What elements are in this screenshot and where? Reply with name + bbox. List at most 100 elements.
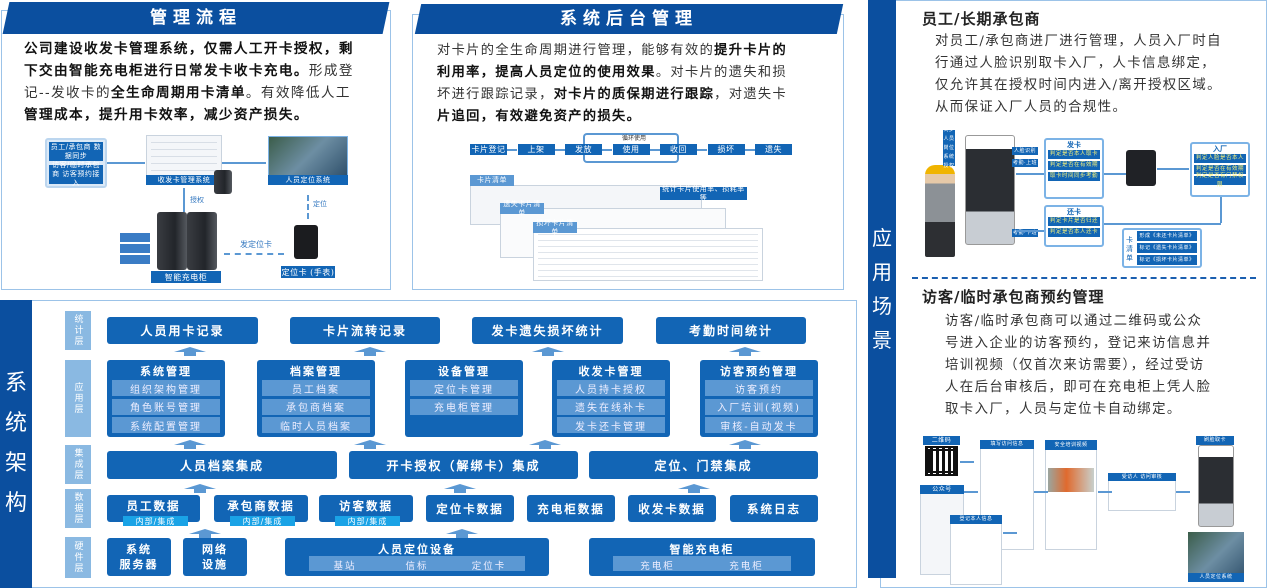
enter-group-item: 判定是否在有效期 xyxy=(1194,165,1246,174)
up-arrow-icon xyxy=(444,484,476,493)
stat-box: 卡片流转记录 xyxy=(290,317,440,344)
arrow xyxy=(964,491,978,493)
text-segment: 。对卡片的遗失和损 xyxy=(655,65,788,80)
row xyxy=(151,156,217,157)
text-line: 从而保证入厂人员的合规性。 xyxy=(935,100,1128,115)
text-segment: 记--发收卡的 xyxy=(24,85,111,101)
arrow xyxy=(1220,197,1222,223)
arrow xyxy=(697,149,707,151)
up-arrow-icon xyxy=(729,440,761,449)
text-segment: 片追回，有效避免资产的损失。 xyxy=(437,109,642,124)
text-segment: 坏进行跟踪记录， xyxy=(437,87,554,102)
app-module-title: 设备管理 xyxy=(438,365,490,378)
system-screen xyxy=(146,135,222,180)
layer-label: 统计层 xyxy=(65,311,91,350)
hardware-box: 系统 服务器 xyxy=(107,538,171,576)
cabinet-icon xyxy=(157,212,187,270)
cabinet-feature xyxy=(120,233,150,242)
app-module-item: 临时人员档案 xyxy=(262,417,370,433)
sidebar-char: 用 xyxy=(872,260,892,284)
locate-label: 定位 xyxy=(313,200,327,208)
layer-label: 硬件层 xyxy=(65,537,91,578)
app-module-item: 组织架构管理 xyxy=(112,380,220,396)
data-box: 收发卡数据 xyxy=(628,495,716,522)
system-label: 收发卡管理系统 xyxy=(146,175,222,185)
hardware-item: 充电柜 xyxy=(729,561,764,572)
row xyxy=(538,240,758,241)
text-line: 号进入企业的访客预约，登记来访信息并 xyxy=(945,336,1212,351)
issue-group-item: 判定是否在有效期 xyxy=(1048,161,1100,170)
up-arrow-icon xyxy=(189,529,221,538)
app-module-item: 访客预约 xyxy=(705,380,813,396)
sidebar-char: 系 xyxy=(4,371,27,396)
lifecycle-step: 发放 xyxy=(565,144,602,155)
flow-panel-text: 公司建设收发卡管理系统，仅需人工开卡授权，剩下交由智能充电柜进行日常发卡收卡充电… xyxy=(24,38,394,126)
clock-out-label: 考勤·下班 xyxy=(1012,229,1038,237)
loop-arrow xyxy=(583,155,679,163)
text-line: 对卡片的全生命周期进行管理，能够有效的提升卡片的 xyxy=(437,40,847,62)
app-module-item: 发卡还卡管理 xyxy=(557,417,665,433)
app-module-item: 承包商档案 xyxy=(262,398,370,415)
up-arrow-icon xyxy=(184,484,216,493)
hardware-item: 信标 xyxy=(405,561,429,572)
text-line: 记--发收卡的全生命周期用卡清单。有效降低人工 xyxy=(24,82,394,104)
up-arrow-icon xyxy=(354,347,386,356)
row xyxy=(538,234,758,235)
lifecycle-step: 遗失 xyxy=(755,144,792,155)
scenario1-text: 对员工/承包商进厂进行管理，人员入厂时自行通过人脸识别取卡入厂，人卡信息绑定，仅… xyxy=(935,31,1255,119)
card-list-item: 标记《损坏卡片清单》 xyxy=(1137,255,1197,265)
wechat-label: 公众号 xyxy=(920,485,964,494)
lifecycle-step: 上架 xyxy=(517,144,555,155)
lifecycle-step: 损坏 xyxy=(707,144,745,155)
arrow xyxy=(1176,491,1190,493)
form-label: 填写访问信息 xyxy=(980,440,1034,449)
enter-group-item: 判定人脸是否本人 xyxy=(1194,154,1246,163)
up-arrow-icon xyxy=(532,347,564,356)
register-label: 登记本人信息 xyxy=(950,515,1002,524)
app-module-item: 角色账号管理 xyxy=(112,398,220,415)
app-module-item: 充电柜管理 xyxy=(410,398,518,415)
data-source-tag: 内部/集成 xyxy=(123,516,188,526)
loop-arrow xyxy=(583,133,679,144)
text-segment: 下交由智能充电柜进行日常发卡收卡充电。 xyxy=(24,63,309,79)
card-icon xyxy=(294,225,318,259)
app-module-title: 访客预约管理 xyxy=(720,365,798,378)
issue-group-title: 发卡 xyxy=(1067,140,1081,149)
sidebar-char: 景 xyxy=(872,328,892,352)
return-group-item: 判定卡片是否归还 xyxy=(1048,217,1100,226)
arrow xyxy=(507,149,517,151)
arrow xyxy=(107,162,145,164)
data-source-tag: 内部/集成 xyxy=(335,516,400,526)
server-icon xyxy=(214,170,232,194)
audit-label: 受访人 访问审核 xyxy=(1108,473,1176,481)
app-module-item: 遗失在线补卡 xyxy=(557,398,665,415)
damaged-list-table xyxy=(533,228,763,281)
data-source-tag: 内部/集成 xyxy=(230,516,295,526)
text-line: 利用率，提高人员定位的使用效果。对卡片的遗失和损 xyxy=(437,62,847,84)
arrow xyxy=(1016,173,1044,175)
divider xyxy=(912,277,1256,279)
integration-box: 人员档案集成 xyxy=(107,451,337,479)
lifecycle-step: 卡片登记 xyxy=(470,144,507,155)
text-line: 对员工/承包商进厂进行管理，人员入厂时自 xyxy=(935,34,1222,49)
app-module-item: 员工档案 xyxy=(262,380,370,396)
return-group xyxy=(1044,205,1104,247)
hardware-sub-bar xyxy=(309,556,525,571)
text-segment: 公司建设收发卡管理系统，仅需人工开卡授权，剩 xyxy=(24,41,354,57)
issue-group-item: 判定是否本人取卡 xyxy=(1048,150,1100,159)
enter-group-item: 判定是否有门禁权限 xyxy=(1194,172,1246,188)
card-list-item: 形成《未还卡片清单》 xyxy=(1137,231,1197,241)
damaged-list-label: 损坏卡片清单 xyxy=(533,219,577,236)
loop-label: 循环使用 xyxy=(622,135,647,142)
source-employee: 员工/承包商 数据同步 xyxy=(49,142,103,161)
issue-group-item: 取卡时间同步考勤 xyxy=(1048,172,1100,181)
dashed-arrow xyxy=(307,195,309,219)
dashed-arrow xyxy=(224,253,284,255)
row xyxy=(538,246,758,247)
row xyxy=(151,149,217,150)
text-line: 坏进行跟踪记录，对卡片的质保期进行跟踪，对遗失卡 xyxy=(437,84,847,106)
arrow xyxy=(960,461,974,463)
text-line: 培训视频（仅首次来访需要），经过受访 xyxy=(945,358,1205,373)
positioning-label: 人员定位系统 xyxy=(268,175,348,185)
up-arrow-icon xyxy=(729,347,761,356)
